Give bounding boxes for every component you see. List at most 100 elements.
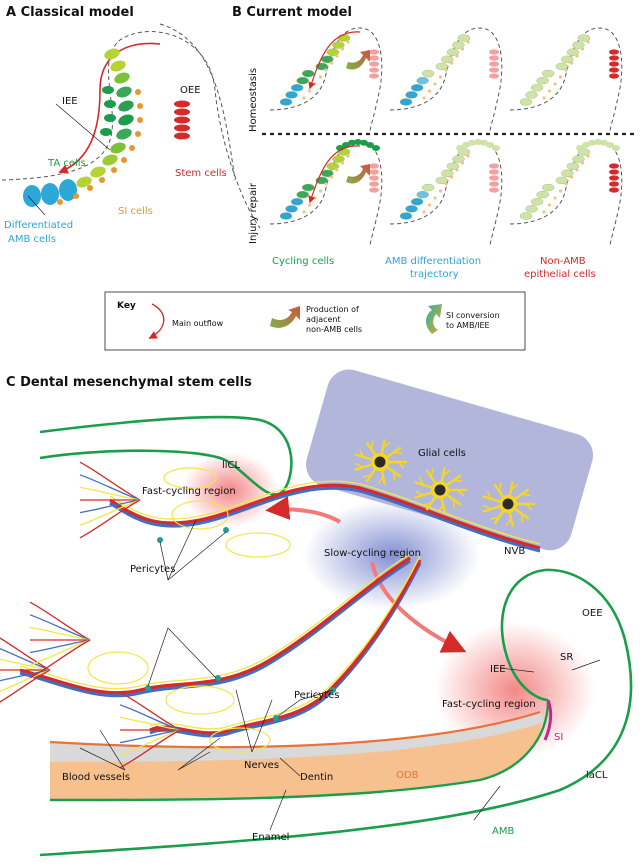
mini-cell	[285, 205, 298, 213]
mini-si-cell	[438, 189, 443, 193]
nerve-loop	[165, 685, 235, 715]
mini-cell	[474, 139, 482, 145]
panel-b: B Current model Homeostasis Injury repai…	[232, 5, 638, 280]
mini-stem-cell	[369, 73, 379, 79]
pericytes-label-2: Pericytes	[294, 690, 339, 701]
mini-stem-cell	[369, 169, 379, 175]
mini-si-cell	[444, 68, 448, 72]
iee-cell	[23, 185, 41, 207]
glial-process	[498, 482, 502, 492]
mini-stem-cell	[609, 163, 619, 169]
mini-cell	[594, 139, 602, 145]
mini-si-cell	[580, 161, 585, 165]
mini-cell	[372, 145, 380, 151]
iee-cell	[104, 48, 120, 60]
mini-cell	[480, 139, 488, 146]
mini-cell	[405, 91, 418, 99]
lacl-label: laCL	[586, 770, 608, 781]
mini-stem-cell	[609, 49, 619, 55]
mini-si-cell	[455, 168, 459, 172]
glial-process	[510, 483, 519, 491]
vessel-branch	[0, 669, 51, 693]
vessel-branch	[29, 626, 91, 641]
mini-si-cell	[302, 96, 306, 100]
glial-process	[359, 448, 364, 458]
epithelium-outline	[1, 31, 261, 229]
vessel-branch	[79, 486, 141, 501]
panel-a: A Classical model IEE OEE TA cells Stem …	[1, 5, 261, 245]
glial-process	[520, 493, 531, 496]
iee-cell	[118, 100, 134, 112]
key-outflow-icon	[148, 303, 165, 339]
glial-process	[355, 462, 364, 468]
glial-cell	[482, 481, 536, 527]
diff-label-2: AMB cells	[8, 234, 56, 245]
mini-diagram	[269, 27, 383, 133]
ta-cell	[102, 86, 114, 94]
key-box: Key Main outflow Production of adjacent …	[104, 291, 526, 351]
mini-si-cell	[318, 75, 323, 79]
key-si-2: to AMB/IEE	[446, 321, 490, 330]
fast-cycling-glow-bottom	[435, 622, 595, 758]
mini-diagram	[509, 27, 623, 133]
nerve-loop	[171, 500, 229, 530]
mini-cell	[525, 91, 538, 99]
vessel-branch	[79, 474, 141, 501]
si-cell	[87, 185, 93, 191]
mini-cell	[410, 84, 424, 92]
mini-cell	[302, 69, 315, 78]
mini-si-cell	[564, 182, 568, 186]
glial-nucleus	[502, 498, 514, 510]
glial-nucleus	[434, 484, 446, 496]
mini-stem-cell	[609, 73, 619, 79]
key-main-outflow: Main outflow	[172, 319, 224, 328]
glial-process	[377, 475, 384, 485]
mini-cell	[296, 76, 309, 85]
slow-cycling-label: Slow-cycling region	[324, 548, 421, 559]
oee-c-label: OEE	[582, 608, 603, 619]
mini-diagram	[509, 139, 623, 247]
pericyte-dots	[145, 527, 336, 721]
mini-cell	[422, 69, 435, 78]
arrow-to-fast-bottom	[370, 561, 467, 653]
oee-outline	[159, 23, 236, 181]
mini-cell	[561, 169, 574, 178]
glial-process	[457, 489, 465, 497]
mini-cell	[435, 62, 448, 71]
mini-si-cell	[575, 168, 579, 172]
mini-production-arrow	[346, 164, 370, 184]
si-cell	[135, 89, 141, 95]
sr-label: SR	[560, 652, 573, 663]
mini-si-cell	[324, 182, 328, 186]
mini-cell	[326, 48, 340, 56]
mini-cell	[290, 84, 304, 92]
mini-cell	[285, 91, 298, 99]
key-production-2: adjacent	[306, 315, 341, 324]
mini-cell	[348, 139, 356, 146]
mini-cell	[279, 212, 293, 220]
mini-si-cell	[329, 175, 334, 179]
mini-cell	[416, 190, 429, 199]
mini-si-cell	[346, 40, 350, 44]
iee-cell	[59, 179, 77, 201]
mini-cell	[566, 48, 580, 56]
mini-cell	[366, 142, 374, 148]
lacl-outline	[39, 568, 633, 857]
mini-cell	[468, 139, 476, 146]
iee-cell	[110, 142, 126, 154]
mini-si-cell	[313, 196, 317, 200]
mini-cell	[441, 55, 454, 64]
glial-process	[525, 503, 533, 511]
row-label-homeostasis: Homeostasis	[248, 68, 259, 132]
column-label-nonamb-1: Non-AMB	[540, 256, 586, 267]
mini-cell	[525, 205, 538, 213]
vessel-branch	[0, 669, 51, 682]
mini-stem-cell	[489, 61, 499, 67]
glial-cells	[354, 439, 536, 527]
enamel-label: Enamel	[252, 832, 289, 843]
mini-si-cell	[313, 82, 317, 86]
iee-cell	[90, 166, 106, 178]
bundle-lower	[149, 555, 422, 738]
mini-si-cell	[340, 161, 345, 165]
mini-si-cell	[302, 210, 306, 214]
